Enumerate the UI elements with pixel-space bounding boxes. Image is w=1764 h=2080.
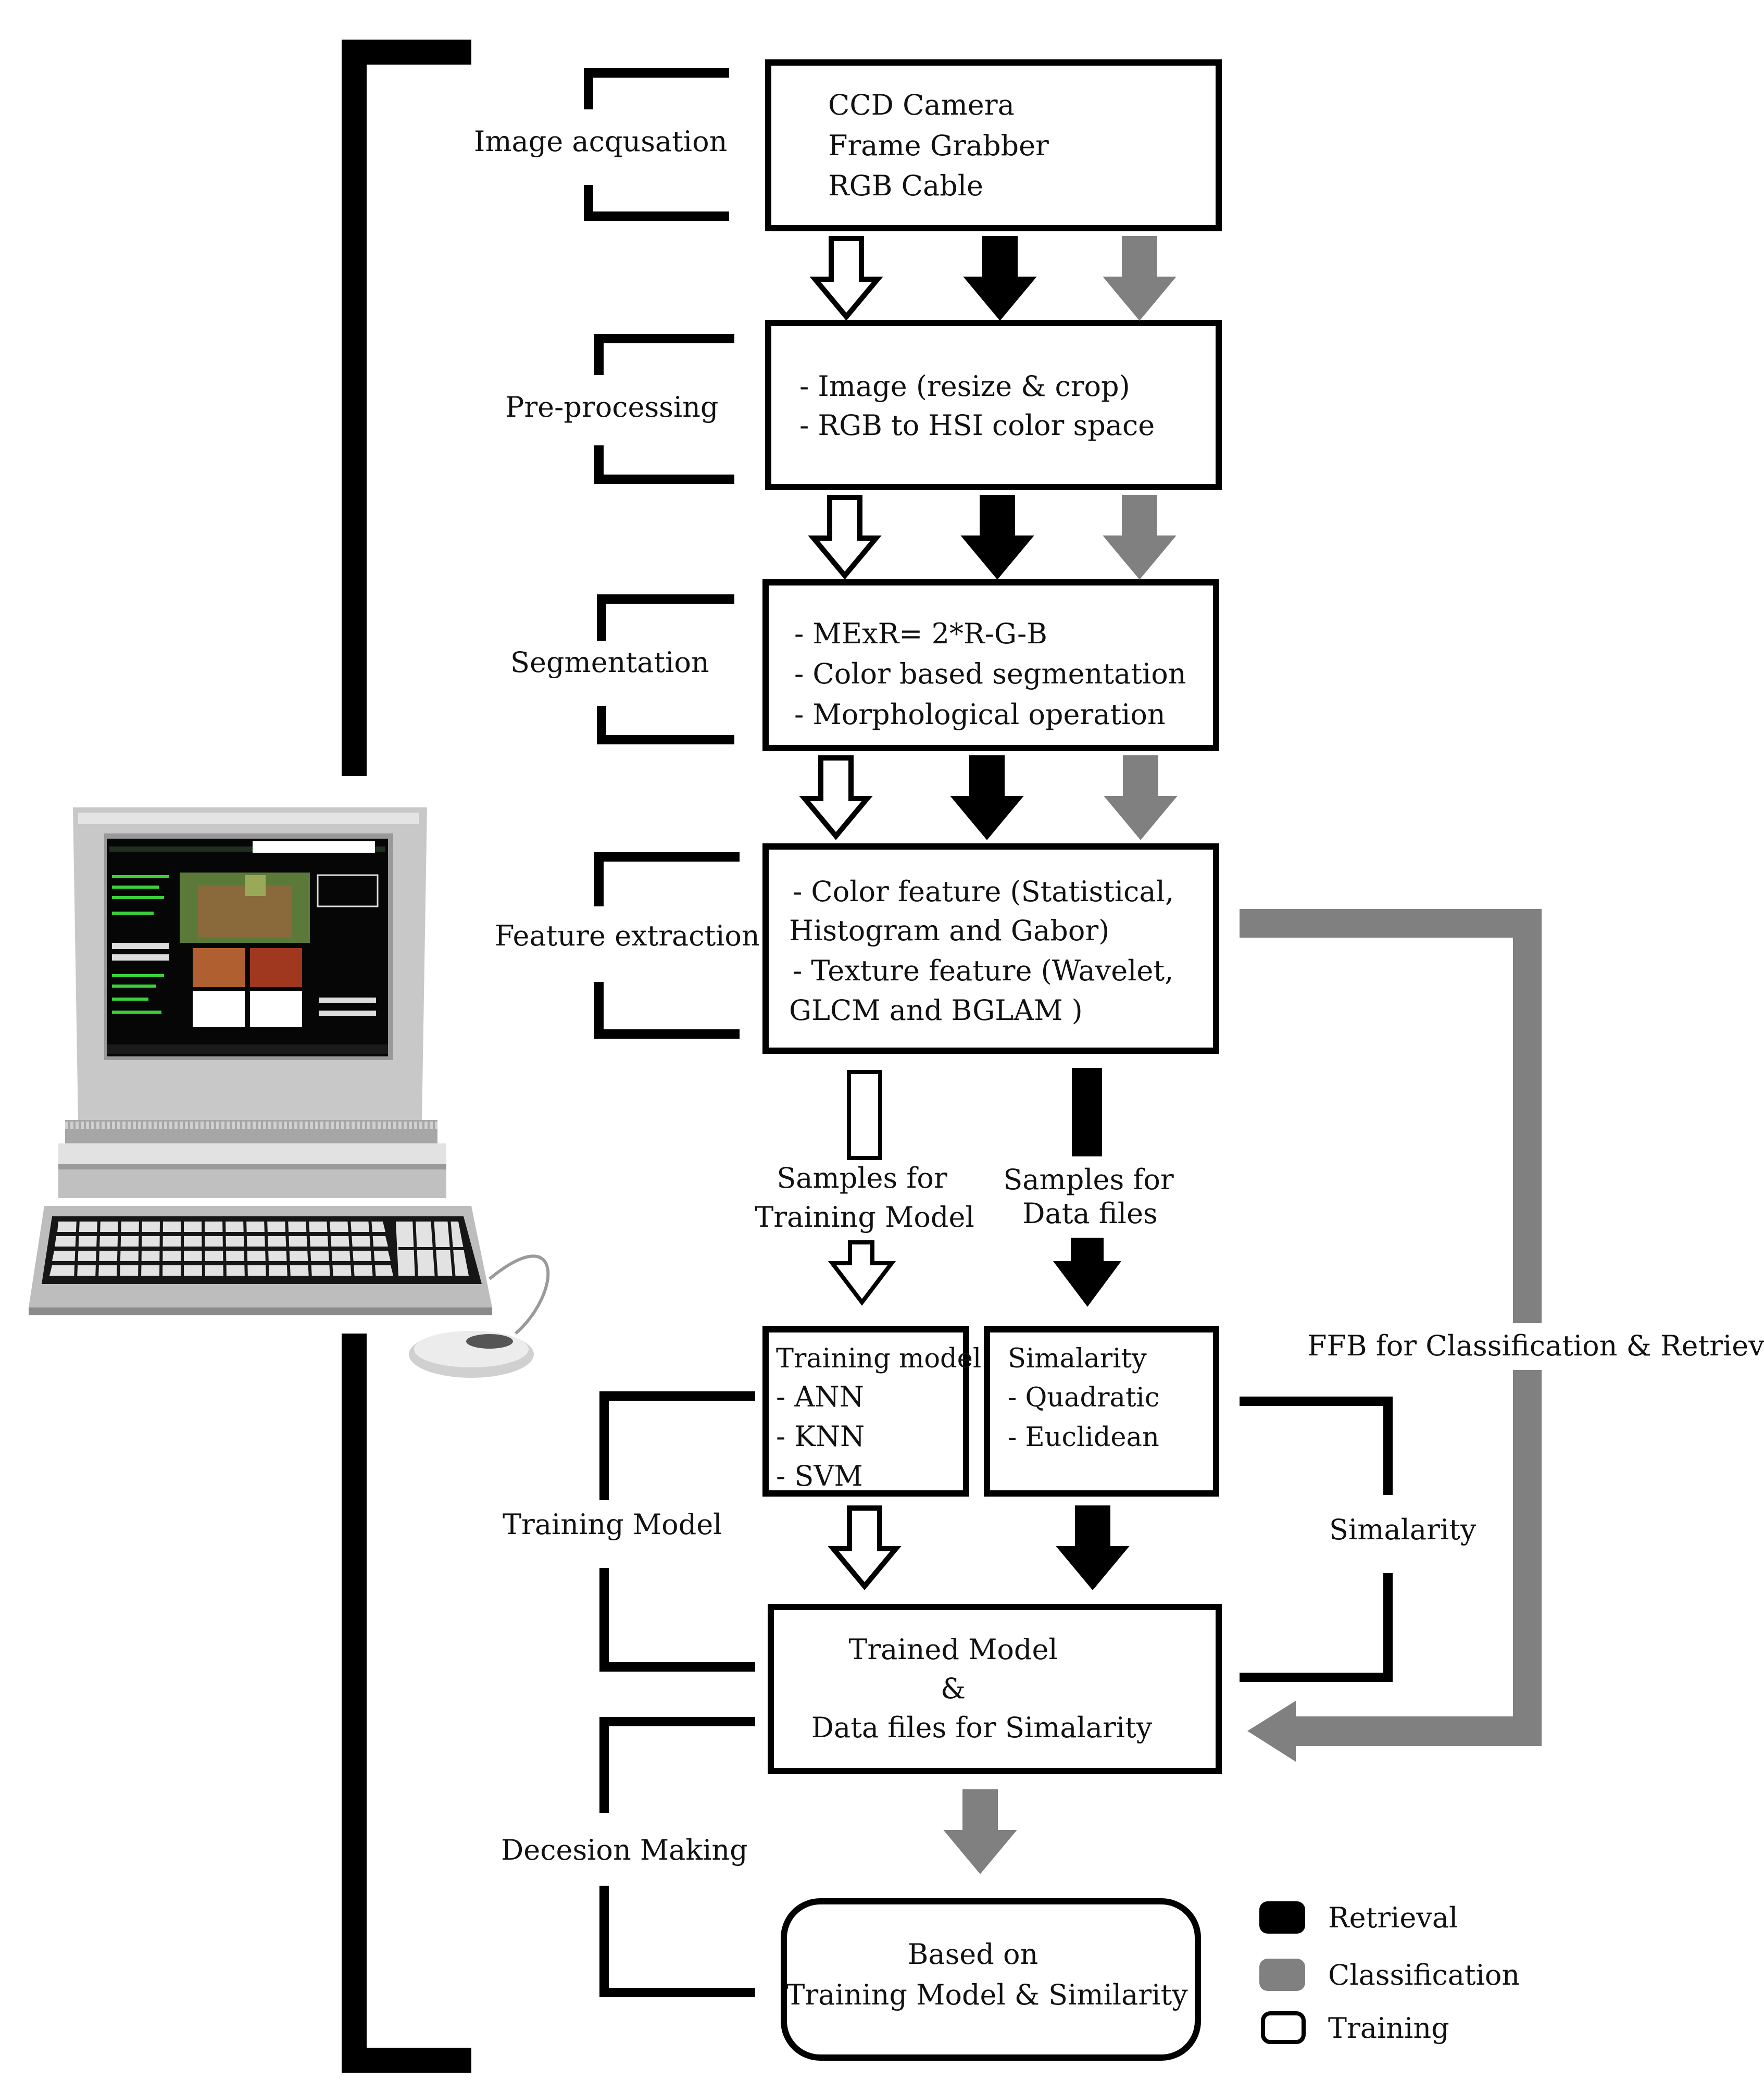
- acq-line-3: RGB Cable: [828, 169, 983, 202]
- pre-line-1: - Image (resize & crop): [799, 370, 1130, 403]
- arrow-classification-3: [1109, 758, 1172, 836]
- result-line-1: Based on: [908, 1938, 1039, 1971]
- samples-data-line-1: Samples for: [1003, 1163, 1174, 1196]
- arrow-retrieval-4: [1061, 1508, 1124, 1586]
- legend-retrieval-swatch: [1259, 1901, 1305, 1934]
- box-trained-model: [768, 1604, 1222, 1774]
- arrow-retrieval-2: [966, 497, 1029, 576]
- trained-line-2: &: [941, 1672, 966, 1705]
- label-decision-making: Decesion Making: [501, 1834, 748, 1866]
- train-line-3: - KNN: [776, 1420, 865, 1453]
- box-preprocessing: [765, 320, 1222, 490]
- ffb-label-bg: [1297, 1323, 1755, 1370]
- ffb-label: FFB for Classification & Retrieval: [1307, 1329, 1764, 1362]
- label-similarity-stage: Simalarity: [1329, 1513, 1477, 1546]
- samples-training-line-2: Training Model: [755, 1201, 974, 1234]
- arrow-training-4: [833, 1508, 896, 1586]
- box-segmentation: [762, 579, 1219, 751]
- legend-training-swatch: [1261, 2011, 1306, 2044]
- sim-line-1: Simalarity: [1008, 1343, 1147, 1374]
- computer-icon: [29, 807, 550, 1378]
- legend-training-label: Training: [1328, 2012, 1449, 2045]
- train-line-2: - ANN: [776, 1380, 864, 1413]
- result-line-2: Training Model & Similarity: [786, 1978, 1188, 2011]
- legend-classification-swatch: [1259, 1959, 1305, 1991]
- arrow-training-3: [805, 758, 867, 836]
- legend-classification-label: Classification: [1328, 1959, 1520, 1991]
- outer-bracket-bottom: [342, 1334, 471, 2073]
- trained-line-3: Data files for Simalarity: [811, 1711, 1153, 1744]
- box-similarity: [984, 1326, 1219, 1497]
- arrow-retrieval-samples: [1053, 1238, 1121, 1307]
- arrow-training-1: [815, 239, 878, 317]
- arrow-retrieval-1: [969, 239, 1031, 317]
- arrow-retrieval-3: [956, 758, 1018, 836]
- label-training-model-stage: Training Model: [503, 1508, 722, 1541]
- feat-line-4: GLCM and BGLAM ): [789, 994, 1083, 1027]
- pre-line-2: - RGB to HSI color space: [799, 409, 1155, 442]
- arrow-classification-1: [1108, 239, 1171, 317]
- label-image-acquisition: Image acqusation: [474, 125, 727, 158]
- label-preprocessing: Pre-processing: [505, 391, 718, 424]
- sim-line-2: - Quadratic: [1008, 1382, 1159, 1413]
- box-feature-extraction: [762, 843, 1219, 1054]
- seg-line-2: - Color based segmentation: [794, 657, 1186, 690]
- feat-line-1: - Color feature (Statistical,: [793, 875, 1174, 908]
- train-line-4: - SVM: [776, 1460, 863, 1492]
- stage-brackets: [584, 68, 1393, 1997]
- train-line-1: Training model: [776, 1343, 981, 1374]
- legend: Retrieval Classification Training: [1259, 1901, 1520, 2045]
- box-result: [781, 1898, 1201, 2061]
- label-segmentation: Segmentation: [510, 646, 709, 679]
- arrow-training-2: [814, 497, 876, 576]
- box-acquisition: [765, 59, 1222, 231]
- feat-line-2: Histogram and Gabor): [789, 914, 1109, 947]
- arrow-classification-final: [949, 1792, 1011, 1870]
- acq-line-1: CCD Camera: [828, 89, 1015, 121]
- feat-line-3: - Texture feature (Wavelet,: [793, 954, 1173, 987]
- arrow-classification-2: [1108, 497, 1171, 576]
- trained-line-1: Trained Model: [848, 1633, 1057, 1666]
- samples-data-line-2: Data files: [1022, 1197, 1158, 1230]
- acq-line-2: Frame Grabber: [828, 129, 1049, 162]
- shaft-retrieval: [1072, 1068, 1102, 1156]
- label-feature-extraction: Feature extraction: [495, 919, 760, 952]
- seg-line-3: - Morphological operation: [794, 698, 1166, 731]
- sim-line-3: - Euclidean: [1008, 1422, 1159, 1453]
- shaft-training: [847, 1070, 882, 1160]
- legend-retrieval-label: Retrieval: [1328, 1901, 1458, 1934]
- arrow-training-samples: [828, 1240, 896, 1306]
- outer-bracket-top: [342, 40, 471, 776]
- seg-line-1: - MExR= 2*R-G-B: [794, 617, 1047, 650]
- samples-training-line-1: Samples for: [777, 1162, 947, 1194]
- box-training-model: [762, 1326, 969, 1497]
